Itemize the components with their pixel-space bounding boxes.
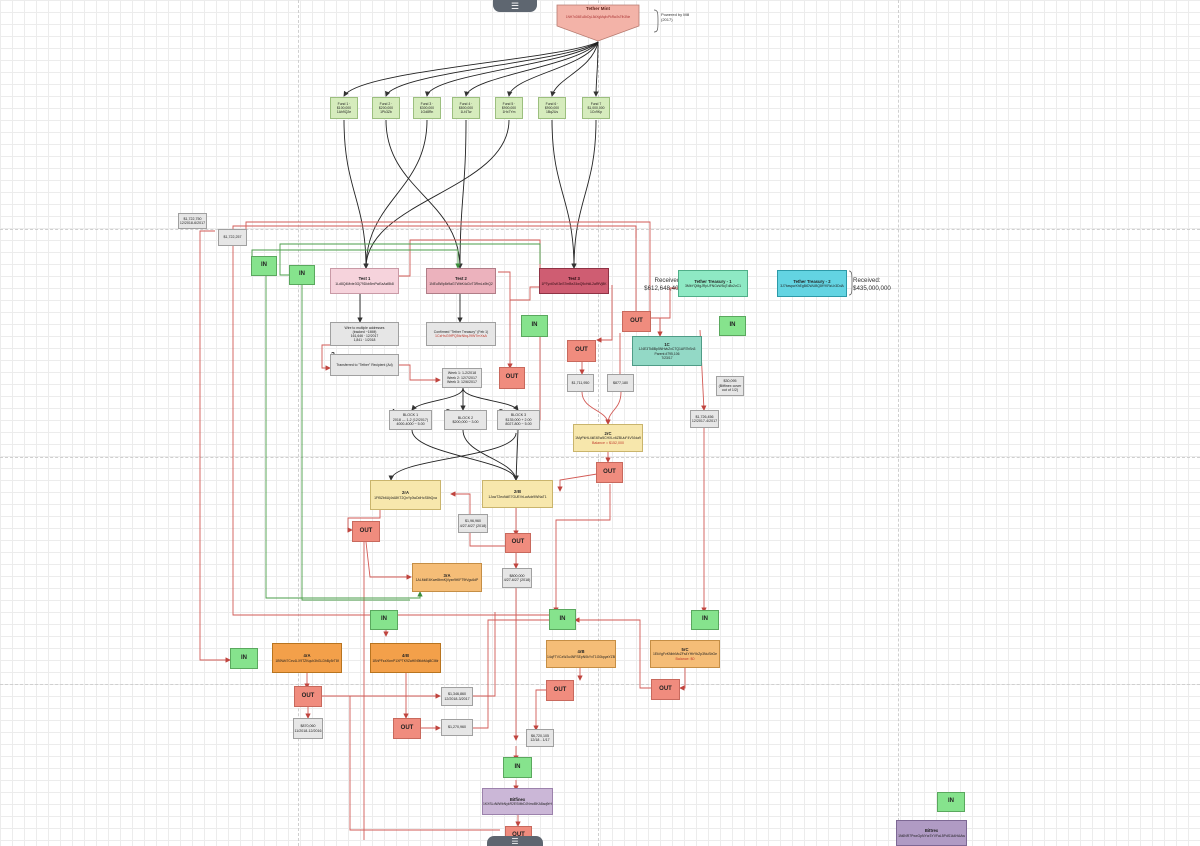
amount-note[interactable]: $30,095 (Bitfinex cover out of 1/2) <box>716 376 744 396</box>
out-node[interactable]: OUT <box>294 686 322 707</box>
block-3-node[interactable]: BLOCK 3 $135,000 + 2.00 8027-800 ~ 5.00 <box>497 410 540 430</box>
step-2-node[interactable]: Confirmed "Tether Treasury" (Feb 1)1CzHs… <box>426 322 496 346</box>
page-break-line <box>0 457 1200 458</box>
page-break-line <box>598 0 599 846</box>
amount-note[interactable]: $1,726,456 12/2017-4/2017 <box>690 410 719 428</box>
out-node[interactable]: OUT <box>651 679 680 700</box>
mint-address: 1NH7xD6Eu3bDyL5dXgMq4vPkRw2sTfh3Ne <box>565 15 631 19</box>
block-1-node[interactable]: BLOCK 1 2018 — 1-2 (12/2017) 4000-4000 ~… <box>389 410 432 430</box>
out-node[interactable]: OUT <box>567 340 596 362</box>
page-break-line <box>898 0 899 846</box>
in-node[interactable]: IN <box>937 792 965 812</box>
in-node[interactable]: IN <box>691 610 719 630</box>
step-3-node[interactable]: Transferred to "Tether" Recipient (Ad) <box>330 354 399 376</box>
bottom-handle[interactable]: ☰ <box>487 836 543 846</box>
tether-mint-node <box>556 4 640 42</box>
out-node[interactable]: OUT <box>352 521 380 542</box>
amount-note[interactable]: $1,270,960 <box>441 719 473 736</box>
amount-note[interactable]: $800,000 4/27-6/27 (2018) <box>502 568 532 588</box>
in-node[interactable]: IN <box>230 648 258 669</box>
page-break-line <box>298 0 299 846</box>
amount-note[interactable]: $1,346,860 12/2018-3/2017 <box>441 687 473 706</box>
in-node[interactable]: IN <box>719 316 746 336</box>
powered-by-note: Powered by Mill (2017) <box>661 12 690 22</box>
out-node[interactable]: OUT <box>505 533 531 553</box>
mint-title: Tether Mint <box>586 6 610 11</box>
step-1-node[interactable]: Wire to multiple addresses (tracked ~1MM… <box>330 322 399 346</box>
in-node[interactable]: IN <box>370 610 398 630</box>
in-node[interactable]: IN <box>503 757 532 778</box>
amount-note[interactable]: $1,722,257 <box>218 229 247 246</box>
bracket-icon <box>653 9 659 33</box>
amount-note[interactable]: $877,180 <box>607 374 634 392</box>
amount-note[interactable]: $1,711,950 <box>567 374 594 392</box>
out-node[interactable]: OUT <box>499 367 525 389</box>
out-node[interactable]: OUT <box>622 311 651 332</box>
fund-node[interactable]: Fund 7$1,000,000 1Cv9Kp <box>582 97 610 119</box>
out-node[interactable]: OUT <box>596 462 623 483</box>
in-node[interactable]: IN <box>521 315 548 337</box>
received-label: Received:$612,648,400 <box>644 277 682 292</box>
week-summary-node[interactable]: Week 1: 1-2/2018 Week 2: 12/7/2017 Week … <box>442 368 482 388</box>
in-node[interactable]: IN <box>549 609 576 630</box>
in-node[interactable]: IN <box>251 256 277 276</box>
block-2-node[interactable]: BLOCK 2 $200,000 ~ 3.00 <box>444 410 487 430</box>
page-break-line <box>0 229 1200 230</box>
out-node[interactable]: OUT <box>393 718 421 739</box>
received-label: Received:$435,000,000 <box>853 277 891 292</box>
amount-note[interactable]: $1,96,960 4/27-6/27 (2018) <box>458 514 488 533</box>
amount-note[interactable]: $1,722,750 12/2018-6/2017 <box>178 213 207 229</box>
amount-note[interactable]: $870,060 11/2018-12/2016 <box>293 718 323 739</box>
page-break-line <box>0 684 1200 685</box>
menu-button[interactable]: ☰ <box>493 0 537 12</box>
out-node[interactable]: OUT <box>546 680 574 701</box>
bracket-icon <box>848 270 853 296</box>
in-node[interactable]: IN <box>289 265 315 285</box>
amount-note[interactable]: $6,720,105 12/18 - 1/17 <box>526 729 554 747</box>
